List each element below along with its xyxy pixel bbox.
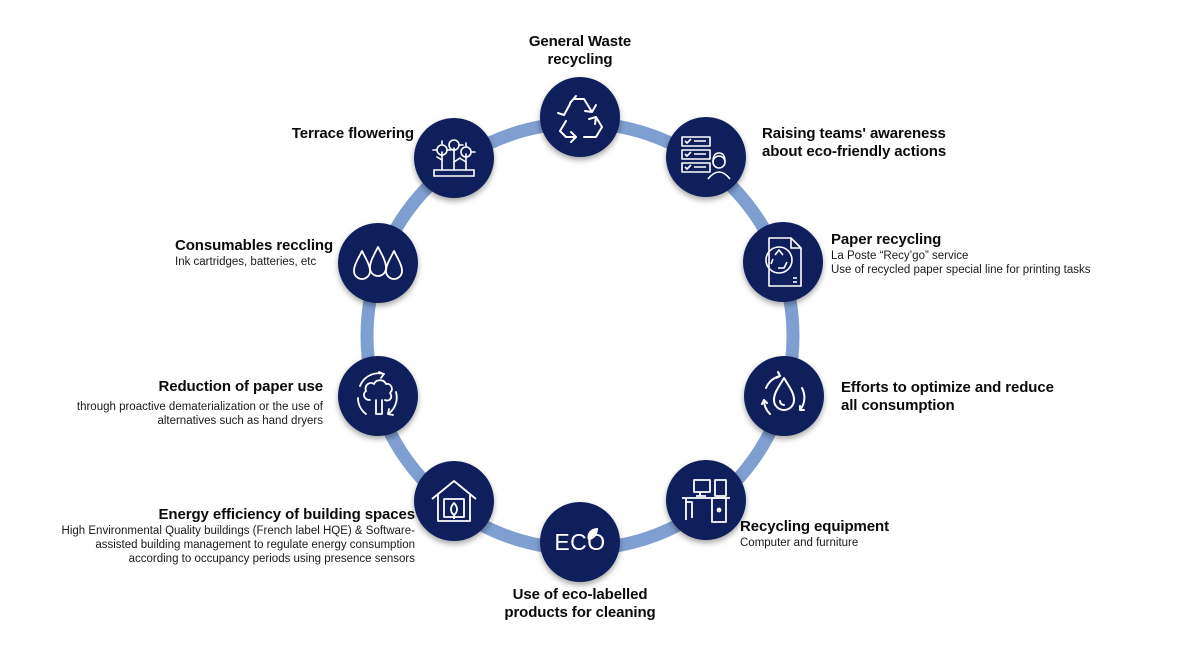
item-subtitle-line: according to occupancy periods using pre… — [128, 553, 415, 566]
tree-cycle-icon — [338, 356, 418, 436]
recycle-icon — [540, 77, 620, 157]
eco-house-icon — [414, 461, 494, 541]
checklist-person-icon — [666, 117, 746, 197]
item-title-line: Efforts to optimize and reduce — [841, 379, 1054, 396]
item-title-line: about eco-friendly actions — [762, 143, 947, 161]
item-subtitle-line: assisted building management to regulate… — [95, 539, 415, 552]
item-title-line: Reduction of paper use — [158, 378, 324, 395]
item-title-line: Recycling equipment — [740, 518, 889, 535]
paper-recycle-icon — [743, 222, 823, 302]
item-title-line: Terrace flowering — [291, 125, 414, 142]
item-title-line: General Waste — [528, 33, 632, 50]
water-drop-cycle-icon — [744, 356, 824, 436]
flowers-planter-icon — [414, 118, 494, 198]
item-title-line: recycling — [547, 51, 613, 69]
item-subtitle-line: through proactive dematerialization or t… — [76, 401, 323, 414]
item-title-line: Raising teams' awareness — [762, 125, 946, 142]
item-title-line: products for cleaning — [504, 604, 656, 622]
item-title-line: Consumables reccling — [175, 237, 334, 254]
item-subtitle-line: Computer and furniture — [740, 537, 859, 550]
ink-drops-icon — [338, 223, 418, 303]
item-subtitle-line: Ink cartridges, batteries, etc — [175, 256, 317, 269]
item-subtitle-line: Use of recycled paper special line for p… — [831, 264, 1091, 277]
eco-leaf-icon: ECO — [540, 502, 620, 582]
item-title-line: Paper recycling — [831, 231, 942, 248]
computer-furniture-icon — [666, 460, 746, 540]
item-subtitle-line: La Poste “Recy’go” service — [831, 250, 969, 263]
item-title-line: all consumption — [841, 397, 955, 415]
item-title-line: Energy efficiency of building spaces — [158, 506, 416, 523]
item-title-line: Use of eco-labelled — [512, 586, 648, 603]
item-subtitle-line: alternatives such as hand dryers — [157, 415, 323, 428]
item-subtitle-line: High Environmental Quality buildings (Fr… — [61, 525, 415, 538]
